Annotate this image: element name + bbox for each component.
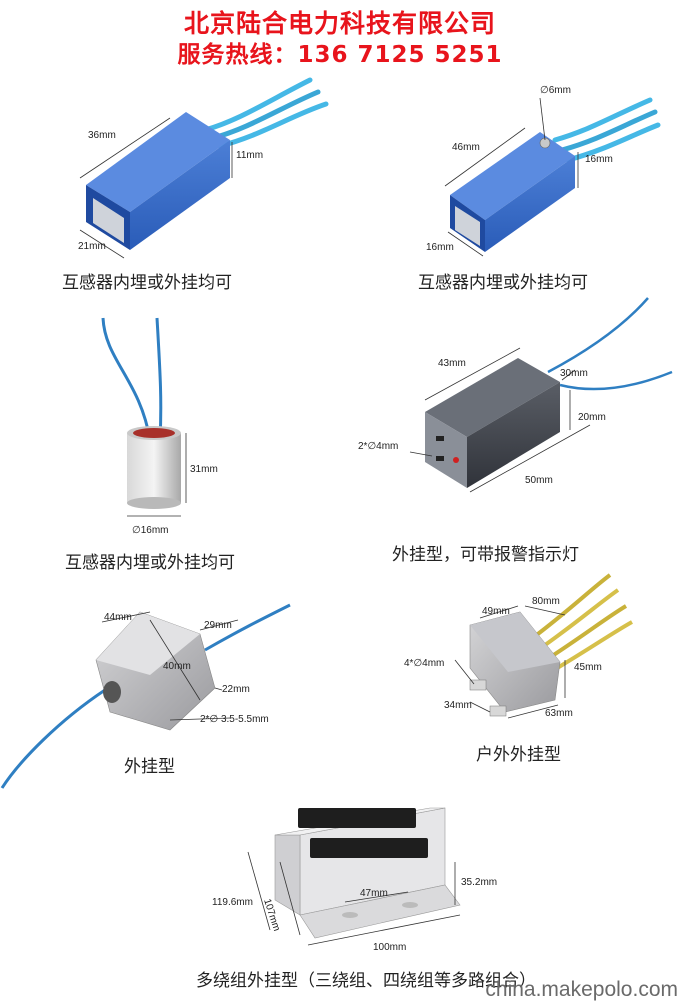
product-4-cables bbox=[547, 297, 673, 391]
product-7-dimensions bbox=[247, 851, 461, 946]
product-2-dimensions bbox=[444, 97, 579, 257]
p6-dim-length: 63mm bbox=[545, 708, 573, 719]
p2-dim-hole: ∅6mm bbox=[540, 85, 571, 96]
p6-dim-foot: 34mm bbox=[444, 700, 472, 711]
p6-dim-height: 45mm bbox=[574, 662, 602, 673]
p6-dim-width: 49mm bbox=[482, 606, 510, 617]
product-1-block bbox=[86, 112, 230, 250]
service-hotline: 服务热线：136 7125 5251 bbox=[177, 42, 503, 68]
p4-dim-holes: 2*∅4mm bbox=[358, 441, 398, 452]
product-6-housing bbox=[469, 611, 561, 717]
p6-dim-depth: 80mm bbox=[532, 596, 560, 607]
product-4-dimensions bbox=[409, 347, 591, 493]
p3-dim-diameter: ∅16mm bbox=[132, 525, 169, 536]
p7-dim-width: 100mm bbox=[373, 942, 406, 953]
product-5-caption: 外挂型 bbox=[124, 757, 175, 777]
product-4-caption: 外挂型，可带报警指示灯 bbox=[392, 545, 579, 565]
product-3-caption: 互感器内埋或外挂均可 bbox=[65, 553, 235, 573]
product-5-dimensions bbox=[101, 611, 239, 721]
p4-dim-width: 43mm bbox=[438, 358, 466, 369]
product-7-housing bbox=[274, 807, 461, 939]
p5-dim-height: 40mm bbox=[163, 661, 191, 672]
p4-dim-height: 20mm bbox=[578, 412, 606, 423]
p7-dim-length-2: 119.6mm bbox=[212, 897, 253, 908]
p5-dim-width: 44mm bbox=[104, 612, 132, 623]
product-1-caption: 互感器内埋或外挂均可 bbox=[62, 273, 232, 293]
product-2-block bbox=[450, 132, 575, 252]
product-3-cables bbox=[101, 317, 163, 441]
product-1-dimensions bbox=[79, 117, 233, 259]
product-3-dimensions bbox=[127, 433, 187, 517]
p2-dim-height: 16mm bbox=[585, 154, 613, 165]
site-watermark: china.makepolo.com bbox=[485, 978, 678, 1001]
p3-dim-height: 31mm bbox=[190, 464, 218, 475]
product-7-terminal-block-1 bbox=[298, 808, 416, 828]
company-name: 北京陆合电力科技有限公司 bbox=[183, 9, 496, 38]
p7-dim-length-1: 107mm bbox=[261, 898, 282, 933]
product-5-housing bbox=[95, 611, 216, 731]
product-7-terminal-block-2 bbox=[310, 838, 428, 858]
p7-dim-height: 35.2mm bbox=[461, 877, 497, 888]
p1-dim-width: 21mm bbox=[78, 241, 106, 252]
p4-dim-depth: 30mm bbox=[560, 368, 588, 379]
p5-dim-side: 22mm bbox=[222, 684, 250, 695]
product-7-caption: 多绕组外挂型（三绕组、四绕组等多路组合） bbox=[196, 971, 536, 991]
p2-dim-width: 16mm bbox=[426, 242, 454, 253]
product-4-box bbox=[425, 358, 560, 488]
product-2-caption: 互感器内埋或外挂均可 bbox=[418, 273, 588, 293]
product-6-caption: 户外外挂型 bbox=[476, 745, 561, 765]
p5-dim-depth: 29mm bbox=[204, 620, 232, 631]
product-6-dimensions bbox=[454, 605, 566, 719]
p2-dim-length: 46mm bbox=[452, 142, 480, 153]
p6-dim-holes: 4*∅4mm bbox=[404, 658, 444, 669]
company-header: 北京陆合电力科技有限公司 服务热线：136 7125 5251 bbox=[0, 8, 680, 70]
p7-dim-hole-spacing: 47mm bbox=[360, 888, 388, 899]
p1-dim-length: 36mm bbox=[88, 130, 116, 141]
product-6-cables bbox=[528, 573, 633, 672]
p4-dim-length: 50mm bbox=[525, 475, 553, 486]
product-2-cables bbox=[552, 97, 661, 163]
product-3-cylinder bbox=[127, 426, 181, 509]
p5-dim-holes: 2*∅ 3.5-5.5mm bbox=[200, 714, 269, 725]
product-1-cables bbox=[202, 77, 329, 149]
p1-dim-height: 11mm bbox=[236, 150, 263, 161]
